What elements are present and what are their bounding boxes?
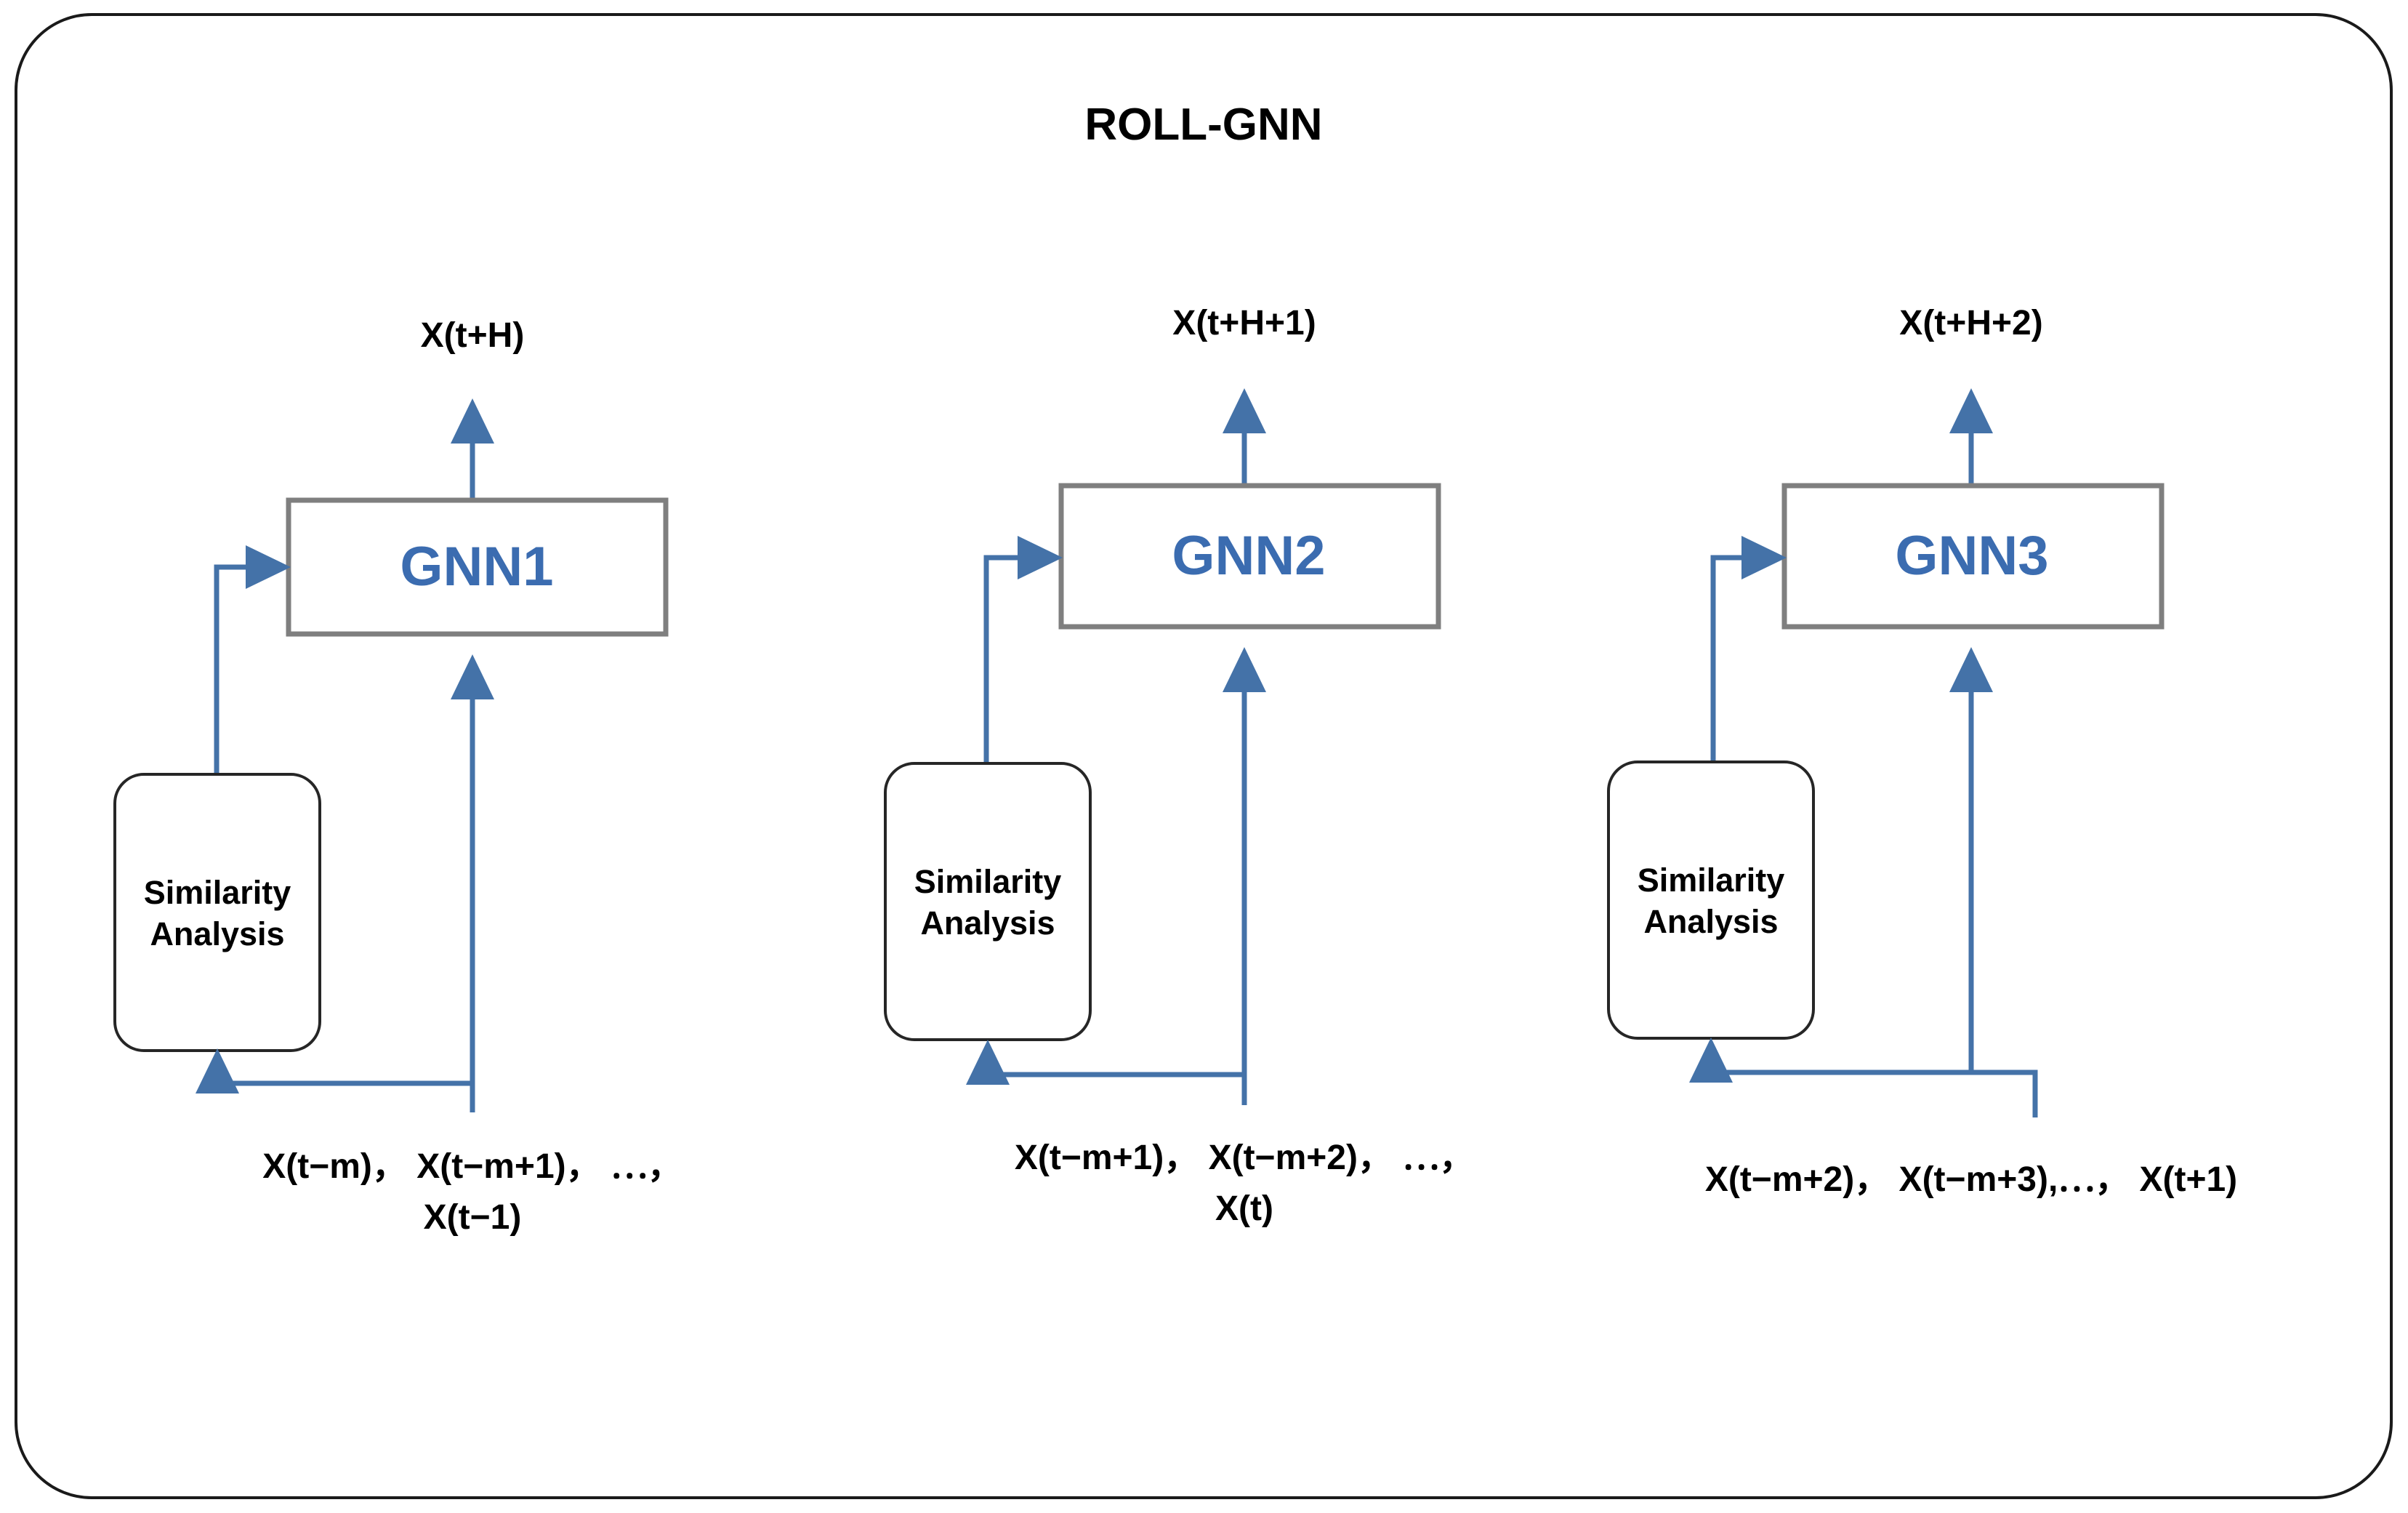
similarity-label-1-line1: Similarity	[144, 874, 291, 911]
gnn3-label: GNN3	[1895, 525, 2048, 587]
input-label-1-line2: X(t−1)	[424, 1198, 522, 1237]
gnn1-label: GNN1	[400, 536, 553, 598]
similarity-label-3-line2: Analysis	[1643, 903, 1778, 940]
similarity-label-2-line2: Analysis	[920, 904, 1055, 942]
similarity-to-gnn1-arrow	[214, 545, 291, 774]
stage-2-group: X(t+H+1) GNN2 Similarity Analysis	[884, 304, 1474, 1228]
similarity-to-gnn2-arrow	[983, 536, 1063, 763]
gnn2-label: GNN2	[1172, 525, 1325, 587]
similarity-label-3-line1: Similarity	[1638, 862, 1785, 899]
output-label-2: X(t+H+1)	[1172, 304, 1316, 342]
output-label-1: X(t+H)	[421, 316, 525, 355]
similarity-analysis-box-1[interactable]	[113, 773, 321, 1052]
gnn3-box[interactable]	[1781, 483, 2165, 630]
outer-frame	[15, 13, 2393, 1499]
input-to-similarity-2-arrow	[966, 1040, 1244, 1085]
stage-3-group: X(t+H+2) GNN3 Similarity Analysis	[1607, 304, 2237, 1199]
output-arrow-1	[451, 398, 494, 500]
input-to-gnn1-arrow	[451, 654, 494, 1112]
input-to-similarity-1-arrow	[196, 1048, 472, 1093]
gnn1-box[interactable]	[286, 497, 669, 637]
input-to-gnn3-arrow	[1949, 647, 1993, 1075]
input-label-2-line1: X(t−m+1)， X(t−m+2)， ⋯，	[1015, 1139, 1474, 1177]
gnn2-box[interactable]	[1058, 483, 1441, 630]
input-source-stub-3	[1971, 1069, 2038, 1117]
similarity-label-1-line2: Analysis	[150, 915, 284, 952]
page-title: ROLL-GNN	[1084, 100, 1322, 150]
input-to-gnn2-arrow	[1223, 647, 1266, 1105]
output-arrow-2	[1223, 388, 1266, 486]
output-arrow-3	[1949, 388, 1993, 486]
similarity-analysis-box-3[interactable]	[1607, 760, 1815, 1040]
similarity-to-gnn3-arrow	[1710, 536, 1787, 762]
input-label-3-line1: X(t−m+2)， X(t−m+3),⋯， X(t+1)	[1705, 1160, 2237, 1199]
stage-1-group: X(t+H) GNN1 Similarity Analysis	[113, 316, 682, 1237]
similarity-label-2-line1: Similarity	[914, 863, 1062, 900]
input-label-2-line2: X(t)	[1215, 1189, 1273, 1228]
output-label-3: X(t+H+2)	[1899, 304, 2042, 342]
similarity-analysis-box-2[interactable]	[884, 762, 1092, 1041]
input-label-1-line1: X(t−m)， X(t−m+1)， ⋯，	[262, 1147, 682, 1186]
input-to-similarity-3-arrow	[1689, 1038, 1971, 1083]
